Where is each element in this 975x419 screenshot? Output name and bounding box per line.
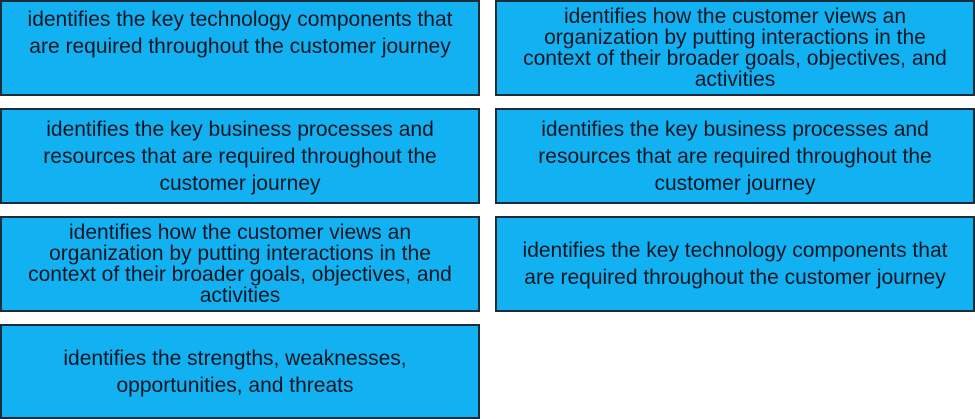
item-text: identifies how the customer views an org… [523, 5, 947, 91]
drag-item-technology-components[interactable]: identifies the key technology components… [0, 0, 480, 96]
drop-target-customer-views[interactable]: identifies how the customer views an org… [495, 0, 975, 96]
item-text: identifies the strengths, weaknesses, op… [63, 346, 407, 397]
item-text: identifies the key business processes an… [538, 117, 932, 195]
drop-target-technology-components[interactable]: identifies the key technology components… [495, 216, 975, 312]
item-text: identifies the key technology components… [27, 8, 453, 58]
item-text: identifies how the customer views an org… [28, 221, 452, 307]
item-text: identifies the key technology components… [522, 239, 948, 289]
drag-item-swot[interactable]: identifies the strengths, weaknesses, op… [0, 324, 480, 419]
drop-target-business-processes[interactable]: identifies the key business processes an… [495, 108, 975, 204]
drag-item-business-processes[interactable]: identifies the key business processes an… [0, 108, 480, 204]
item-text: identifies the key business processes an… [43, 117, 437, 195]
drag-item-customer-views[interactable]: identifies how the customer views an org… [0, 216, 480, 312]
